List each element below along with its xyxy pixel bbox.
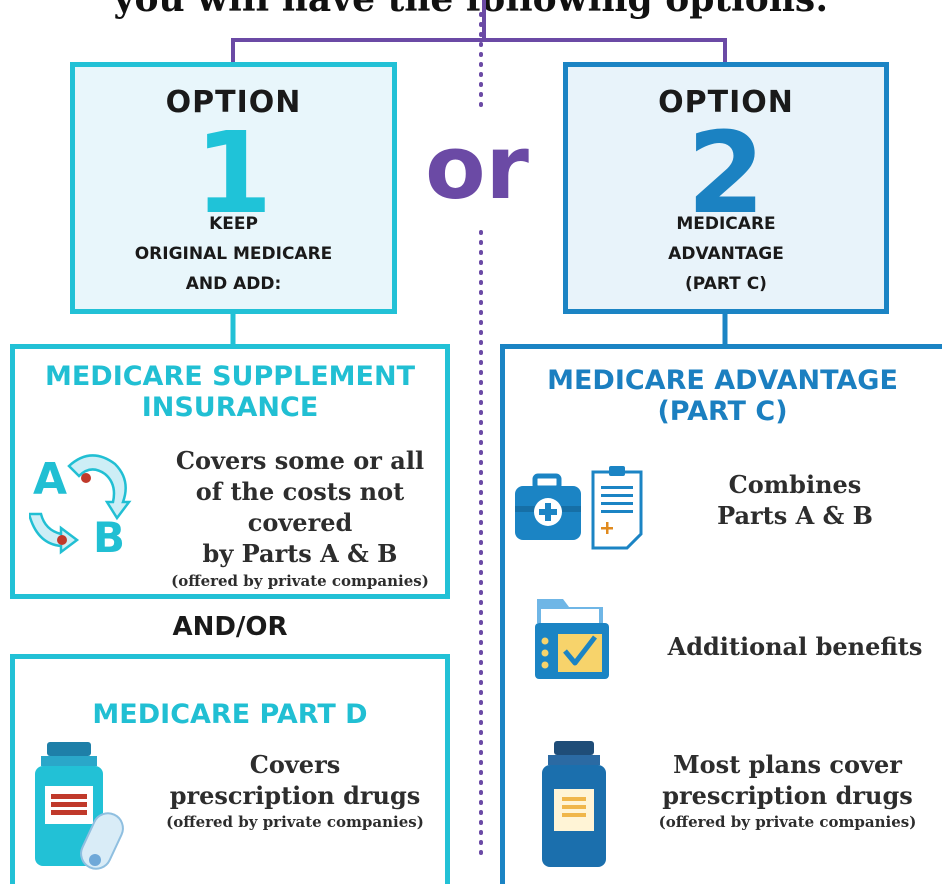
supplement-panel: MEDICARE SUPPLEMENT INSURANCE A B Covers… <box>10 344 450 599</box>
pill-bottle-icon <box>35 742 124 870</box>
option-2-number: 2 <box>687 109 765 239</box>
medical-kit-icon <box>515 466 643 550</box>
and-or-label: AND/OR <box>172 612 288 642</box>
supplement-title-line2: INSURANCE <box>141 392 319 423</box>
part-d-desc-line1: Covers <box>249 750 341 779</box>
advantage-item1-line1: Combines <box>728 470 862 499</box>
advantage-title: MEDICARE ADVANTAGE (PART C) <box>505 365 940 427</box>
connector-lines <box>230 0 728 861</box>
part-d-description: Covers prescription drugs (offered by pr… <box>135 749 455 833</box>
letter-b: B <box>93 513 125 562</box>
option-1-card: OPTION 1 KEEP ORIGINAL MEDICARE AND ADD: <box>70 62 397 314</box>
option-1-word: OPTION <box>165 85 302 120</box>
folder-checklist-icon <box>535 599 609 679</box>
pill-bottle-icon <box>542 741 606 867</box>
option-2-subtitle: MEDICARE ADVANTAGE (PART C) <box>568 209 884 299</box>
option-1-number: 1 <box>194 109 273 239</box>
option-2-line2: ADVANTAGE <box>668 244 784 264</box>
option-1-line3: AND ADD: <box>185 274 282 294</box>
advantage-item3-line2: prescription drugs <box>662 781 913 810</box>
supplement-desc-line1: Covers some or all <box>175 446 425 475</box>
advantage-title-line2: (PART C) <box>657 396 788 427</box>
option-2-card: OPTION 2 MEDICARE ADVANTAGE (PART C) <box>563 62 889 314</box>
option-1-line1: KEEP <box>209 214 258 234</box>
supplement-desc-line2: of the costs not covered <box>195 477 405 537</box>
advantage-title-line1: MEDICARE ADVANTAGE <box>547 365 898 396</box>
advantage-item-2: Additional benefits <box>667 632 923 661</box>
option-2-word: OPTION <box>658 85 794 120</box>
advantage-item-3: Most plans cover prescription drugs (off… <box>625 749 942 833</box>
part-d-panel: MEDICARE PART D Covers prescription drug… <box>10 654 450 884</box>
part-d-note: (offered by private companies) <box>166 813 424 831</box>
supplement-description: Covers some or all of the costs not cove… <box>140 445 460 593</box>
or-label: or <box>425 116 529 219</box>
part-d-desc-line2: prescription drugs <box>169 781 421 810</box>
advantage-panel: MEDICARE ADVANTAGE (PART C) Combines Par… <box>500 344 942 884</box>
page-title: you will have the following options: <box>0 0 942 20</box>
clipboard-icon <box>591 466 643 550</box>
supplement-note: (offered by private companies) <box>171 572 429 590</box>
supplement-title: MEDICARE SUPPLEMENT INSURANCE <box>15 361 445 423</box>
advantage-item1-line2: Parts A & B <box>717 501 873 530</box>
advantage-item-1: Combines Parts A & B <box>655 469 935 531</box>
option-2-line3: (PART C) <box>685 274 767 294</box>
ab-swap-icon: A B <box>29 454 132 562</box>
option-1-subtitle: KEEP ORIGINAL MEDICARE AND ADD: <box>75 209 392 299</box>
supplement-title-line1: MEDICARE SUPPLEMENT <box>44 361 416 392</box>
letter-a: A <box>33 454 67 505</box>
supplement-desc-line3: by Parts A & B <box>202 539 398 568</box>
advantage-item3-line1: Most plans cover <box>673 750 902 779</box>
option-1-line2: ORIGINAL MEDICARE <box>134 244 333 264</box>
option-2-line1: MEDICARE <box>676 214 776 234</box>
part-d-title: MEDICARE PART D <box>92 699 368 730</box>
advantage-item3-note: (offered by private companies) <box>658 813 917 831</box>
